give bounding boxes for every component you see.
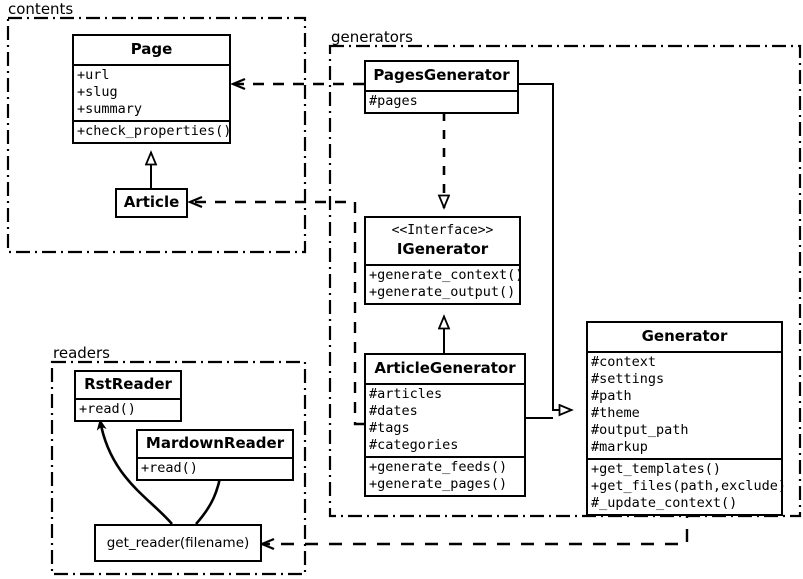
package-label-generators: generators (331, 28, 413, 46)
method: +check_properties() (77, 122, 232, 139)
function-label-get-reader: get_reader(filename) (106, 535, 250, 551)
class-box-igenerator[interactable]: <<Interface>> IGenerator +generate_conte… (364, 216, 524, 306)
class-attributes-pages-generator: #pages (366, 89, 517, 112)
attribute: #path (591, 387, 632, 404)
class-attributes-generator: #context #settings #path #theme #output_… (588, 350, 781, 458)
attribute: #output_path (591, 421, 689, 438)
method: +read() (79, 400, 136, 417)
class-box-mardown-reader[interactable]: MardownReader +read() (136, 429, 294, 481)
class-name-mardown-reader: MardownReader (145, 434, 285, 452)
attribute: #articles (369, 385, 443, 402)
attribute: +summary (77, 100, 143, 117)
attribute: #pages (369, 92, 418, 109)
class-methods-generator: +get_templates() +get_files(path,exclude… (588, 457, 787, 514)
package-label-contents: contents (8, 0, 74, 18)
class-box-pages-generator[interactable]: PagesGenerator #pages (364, 60, 519, 114)
attribute: #settings (591, 370, 665, 387)
class-methods-mardown-reader: +read() (138, 456, 292, 479)
attribute: +slug (77, 83, 118, 100)
class-stereotype-igenerator: <<Interface>> (391, 223, 494, 238)
class-header-igenerator: <<Interface>> IGenerator (366, 218, 519, 264)
class-methods-page: +check_properties() (74, 119, 232, 142)
class-methods-igenerator: +generate_context() +generate_output() (366, 264, 524, 303)
function-box-get-reader[interactable]: get_reader(filename) (94, 524, 262, 562)
method: +generate_output() (369, 284, 516, 301)
class-name-page: Page (130, 40, 173, 58)
class-box-article-generator[interactable]: ArticleGenerator #articles #dates #tags … (364, 353, 526, 497)
attribute: #context (591, 353, 657, 370)
class-name-pages-generator: PagesGenerator (373, 66, 510, 84)
class-methods-rst-reader: +read() (76, 397, 180, 420)
method: +read() (141, 459, 198, 476)
class-box-rst-reader[interactable]: RstReader +read() (74, 370, 182, 422)
class-box-generator[interactable]: Generator #context #settings #path #them… (586, 321, 787, 516)
method: +generate_context() (369, 267, 524, 284)
class-name-generator: Generator (641, 327, 728, 345)
class-methods-article-generator: +generate_feeds() +generate_pages() (366, 455, 524, 495)
method: #_update_context() (591, 494, 738, 511)
class-attributes-article-generator: #articles #dates #tags #categories (366, 382, 524, 456)
attribute: #markup (591, 438, 648, 455)
class-name-rst-reader: RstReader (84, 375, 172, 393)
class-box-article[interactable]: Article (115, 188, 188, 218)
method: +generate_feeds() (369, 458, 508, 475)
attribute: #theme (591, 404, 640, 421)
class-name-article: Article (123, 193, 180, 211)
class-name-article-generator: ArticleGenerator (374, 359, 516, 377)
method: +get_files(path,exclude) (591, 477, 787, 494)
package-label-readers: readers (53, 344, 110, 362)
attribute: #tags (369, 419, 410, 436)
attribute: #categories (369, 436, 459, 453)
method: +get_templates() (591, 460, 722, 477)
class-attributes-page: +url +slug +summary (74, 63, 229, 120)
class-box-page[interactable]: Page +url +slug +summary +check_properti… (72, 34, 231, 144)
attribute: +url (77, 66, 110, 83)
relation-articlegenerator-uses-article (190, 202, 364, 426)
relation-pagesgenerator-inherits-generator (519, 83, 572, 410)
attribute: #dates (369, 402, 418, 419)
class-name-igenerator: IGenerator (396, 239, 489, 258)
method: +generate_pages() (369, 475, 508, 492)
